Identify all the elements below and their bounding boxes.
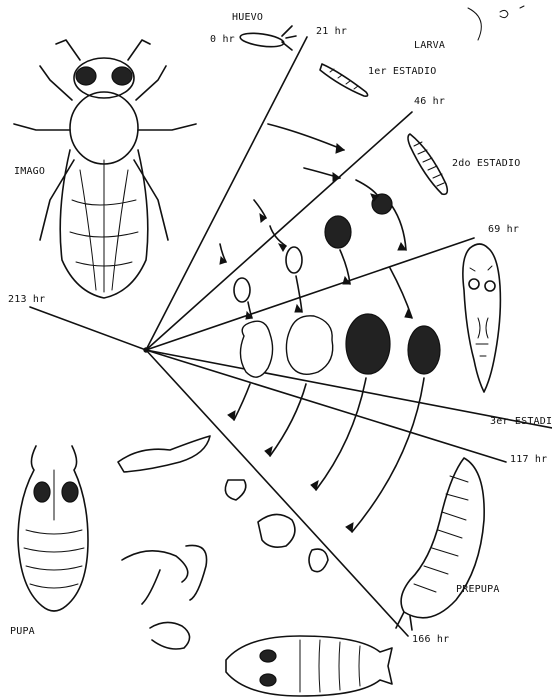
late-pupa-icon [226,636,392,696]
label-46hr: 46 hr [414,96,445,107]
label-213hr: 213 hr [8,294,45,305]
label-3er-estadio: 3er ESTADI [490,416,552,427]
label-pupa: PUPA [10,626,35,637]
first-instar-larva-icon [320,64,368,96]
prepupa-icon [396,458,484,630]
egg-icon [239,26,296,50]
imaginal-discs-early [234,194,392,302]
label-2do-estadio: 2do ESTADIO [452,158,520,169]
center-point [144,348,148,352]
label-huevo: HUEVO [232,12,263,23]
label-117hr: 117 hr [510,454,547,465]
label-prepupa: PREPUPA [456,584,500,595]
label-69hr: 69 hr [488,224,519,235]
label-21hr: 21 hr [316,26,347,37]
second-instar-larva-icon [408,134,447,194]
label-imago: IMAGO [14,166,45,177]
label-0hr: 0 hr [210,34,235,45]
pupa-icon [18,446,88,611]
line-213hr [30,307,146,350]
everted-discs [118,436,328,649]
third-instar-larva-icon [463,244,501,392]
label-1er-estadio: 1er ESTADIO [368,66,436,77]
corner-mark [468,6,524,40]
label-larva: LARVA [414,40,445,51]
label-166hr: 166 hr [412,634,449,645]
imaginal-discs-grown [240,314,440,377]
